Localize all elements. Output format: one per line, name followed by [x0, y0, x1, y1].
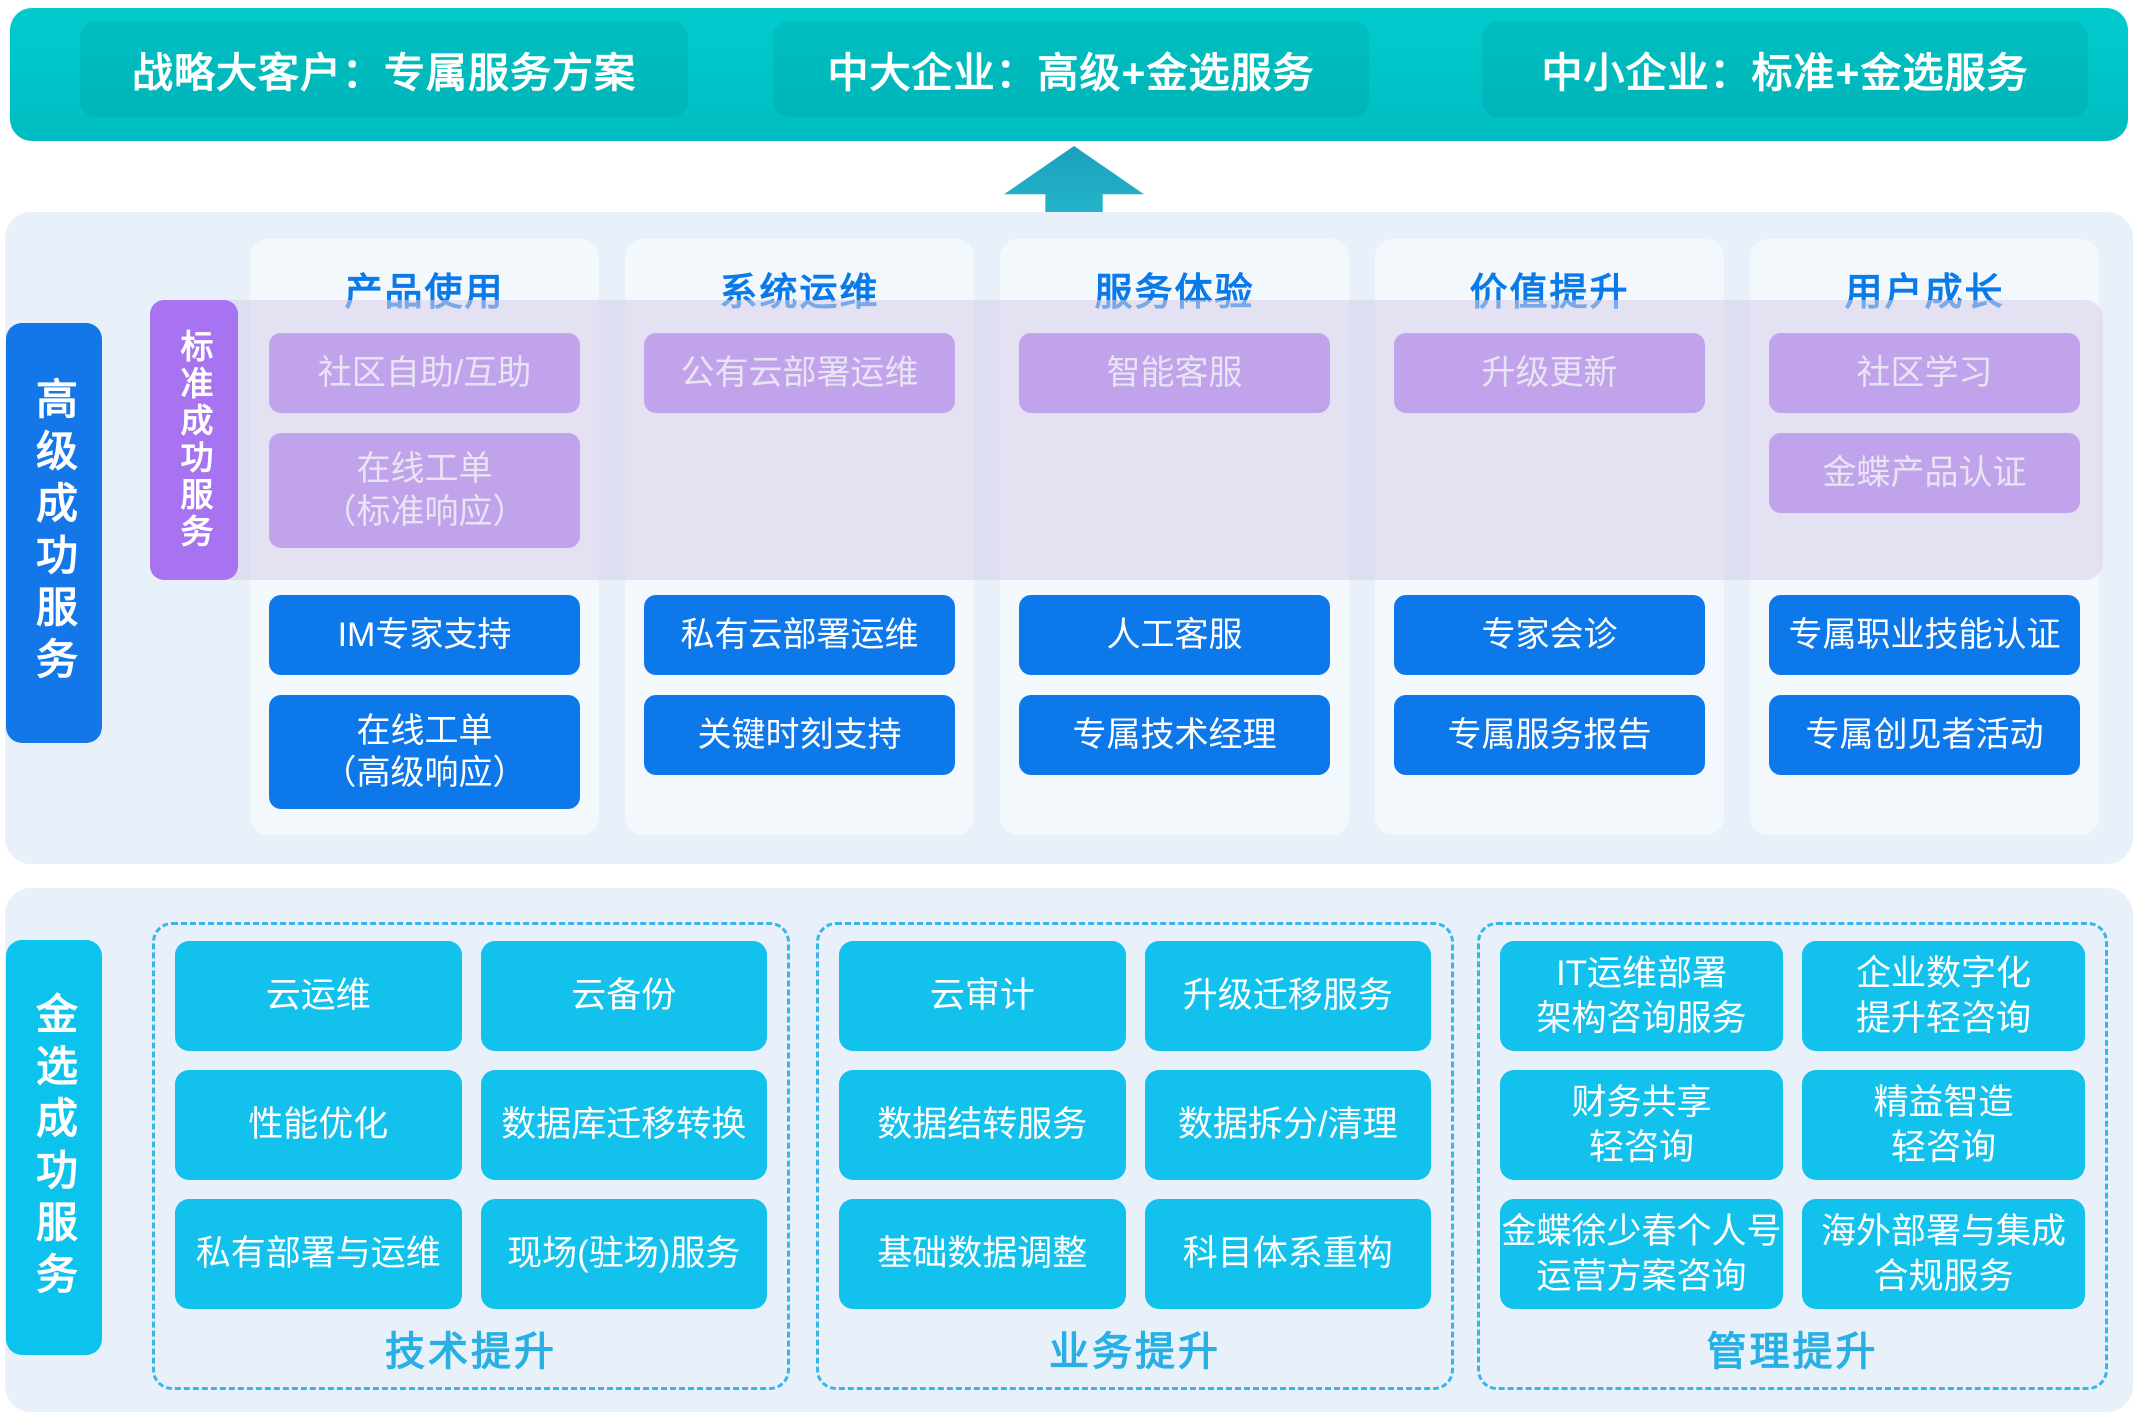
advanced-service-box: 专属技术经理: [1019, 695, 1330, 775]
premium-service-box: 精益智造 轻咨询: [1802, 1070, 2085, 1180]
advanced-service-box: 专属创见者活动: [1769, 695, 2080, 775]
premium-group: IT运维部署 架构咨询服务企业数字化 提升轻咨询财务共享 轻咨询精益智造 轻咨询…: [1477, 922, 2108, 1390]
standard-service-band: [150, 300, 2103, 580]
standard-band-label: 标准成功服务: [150, 300, 238, 580]
premium-service-box: 科目体系重构: [1144, 1199, 1431, 1309]
premium-service-box: 云运维: [175, 941, 462, 1051]
premium-group-label: 业务提升: [1049, 1330, 1221, 1374]
premium-service-box: 云备份: [480, 941, 767, 1051]
premium-group: 云审计升级迁移服务数据结转服务数据拆分/清理基础数据调整科目体系重构业务提升: [816, 922, 1454, 1390]
customer-tier-banner: 战略大客户：专属服务方案中大企业：高级+金选服务 中小企业：标准+金选服务: [10, 8, 2128, 141]
premium-group: 云运维云备份性能优化数据库迁移转换私有部署与运维现场(驻场)服务技术提升: [152, 922, 790, 1390]
premium-service-box: 云审计: [839, 941, 1126, 1051]
premium-service-box: 数据库迁移转换: [480, 1070, 767, 1180]
premium-service-box: 金蝶徐少春个人号 运营方案咨询: [1500, 1199, 1783, 1309]
advanced-service-box: 关键时刻支持: [644, 695, 955, 775]
up-arrow-icon: [1004, 146, 1144, 215]
banner-segment: 中大企业：高级+金选服务: [773, 21, 1369, 117]
advanced-service-box: 专家会诊: [1394, 595, 1705, 675]
premium-service-box: 数据结转服务: [839, 1070, 1126, 1180]
advanced-section-side-label: 高级成功服务: [6, 323, 102, 743]
advanced-service-box: 私有云部署运维: [644, 595, 955, 675]
advanced-service-box: IM专家支持: [269, 595, 580, 675]
advanced-service-box: 在线工单 （高级响应）: [269, 695, 580, 809]
premium-group-grid: IT运维部署 架构咨询服务企业数字化 提升轻咨询财务共享 轻咨询精益智造 轻咨询…: [1500, 941, 2085, 1309]
banner-segment: 中小企业：标准+金选服务: [1482, 21, 2088, 117]
advanced-service-box: 专属服务报告: [1394, 695, 1705, 775]
premium-service-box: 数据拆分/清理: [1144, 1070, 1431, 1180]
premium-service-box: 性能优化: [175, 1070, 462, 1180]
premium-group-grid: 云运维云备份性能优化数据库迁移转换私有部署与运维现场(驻场)服务: [175, 941, 767, 1309]
premium-group-grid: 云审计升级迁移服务数据结转服务数据拆分/清理基础数据调整科目体系重构: [839, 941, 1431, 1309]
advanced-service-box: 人工客服: [1019, 595, 1330, 675]
premium-service-box: 企业数字化 提升轻咨询: [1802, 941, 2085, 1051]
premium-service-box: 私有部署与运维: [175, 1199, 462, 1309]
premium-service-box: 基础数据调整: [839, 1199, 1126, 1309]
premium-service-box: 海外部署与集成 合规服务: [1802, 1199, 2085, 1309]
premium-service-box: IT运维部署 架构咨询服务: [1500, 941, 1783, 1051]
advanced-success-section: 高级成功服务 标准成功服务 产品使用社区自助/互助在线工单 （标准响应）IM专家…: [5, 212, 2133, 864]
premium-group-label: 管理提升: [1706, 1330, 1879, 1374]
premium-service-box: 升级迁移服务: [1144, 941, 1431, 1051]
premium-service-box: 现场(驻场)服务: [480, 1199, 767, 1309]
banner-segment: 战略大客户：专属服务方案: [80, 21, 688, 117]
premium-success-section: 金选成功服务 云运维云备份性能优化数据库迁移转换私有部署与运维现场(驻场)服务技…: [5, 888, 2133, 1412]
advanced-service-box: 专属职业技能认证: [1769, 595, 2080, 675]
premium-service-box: 财务共享 轻咨询: [1500, 1070, 1783, 1180]
premium-section-side-label: 金选成功服务: [6, 940, 102, 1355]
premium-group-label: 技术提升: [385, 1330, 557, 1374]
